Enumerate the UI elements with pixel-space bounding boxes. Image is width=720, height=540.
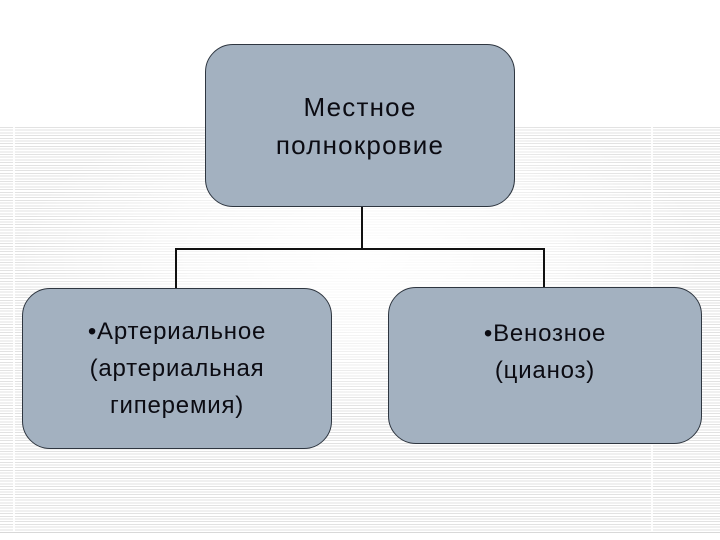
diagram-node-arterial: •Артериальное (артериальная гиперемия) bbox=[22, 288, 332, 449]
node-text-line: (цианоз) bbox=[494, 357, 596, 384]
node-text-line: гиперемия) bbox=[109, 392, 245, 419]
node-text-line: (артериальная bbox=[89, 355, 265, 382]
node-text-line: •Артериальное bbox=[87, 318, 267, 345]
node-text-line: Местное bbox=[303, 91, 417, 122]
connector-horizontal-bar bbox=[175, 248, 545, 250]
connector-right-vertical bbox=[543, 248, 545, 288]
background-guide-line-left bbox=[13, 127, 15, 532]
diagram-node-venous: •Венозное (цианоз) bbox=[388, 287, 702, 444]
connector-left-vertical bbox=[175, 248, 177, 289]
node-text-line: •Венозное bbox=[483, 320, 607, 347]
connector-root-vertical bbox=[361, 207, 363, 250]
diagram-node-local-plethora: Местное полнокровие bbox=[205, 44, 515, 207]
node-text-line: полнокровие bbox=[275, 129, 445, 160]
